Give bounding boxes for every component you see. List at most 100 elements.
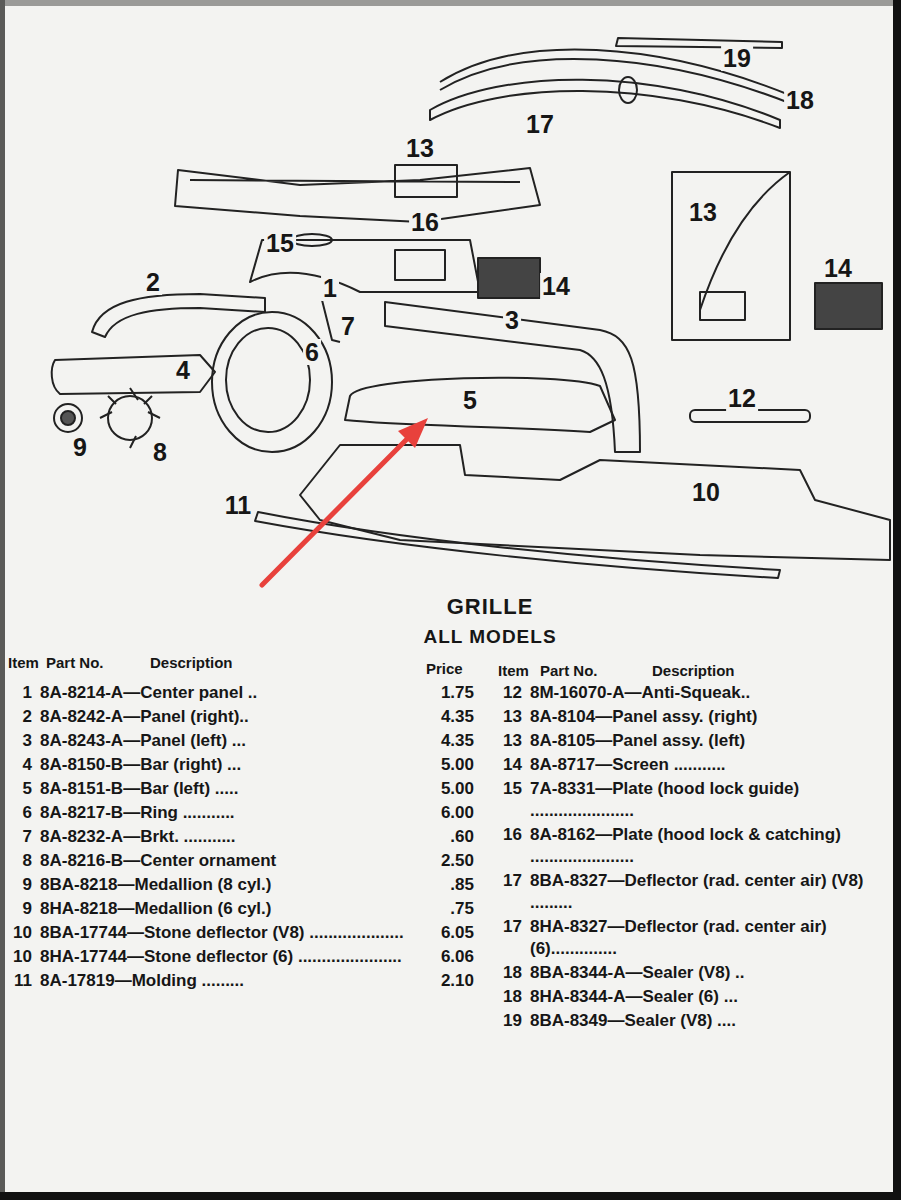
part-price: 2.10 <box>430 970 474 992</box>
item-number: 11 <box>4 970 32 992</box>
callout-number: 19 <box>721 45 753 71</box>
callout-number: 7 <box>339 313 357 339</box>
callout-number: 13 <box>404 135 436 161</box>
medallion-9 <box>54 404 82 432</box>
part-description: 8BA-8344-A—Sealer (V8) .. <box>530 962 888 984</box>
part-description: 8A-8216-B—Center ornament <box>40 850 424 872</box>
molding-11 <box>255 512 780 578</box>
callout-number: 17 <box>524 111 556 137</box>
item-number: 3 <box>4 730 32 752</box>
pointer-arrowhead <box>398 418 428 448</box>
part-description: 8A-8150-B—Bar (right) ... <box>40 754 424 776</box>
part-description: 8A-8214-A—Center panel .. <box>40 682 424 704</box>
anti-squeak-12 <box>690 410 810 422</box>
frame-bottom <box>0 1192 901 1200</box>
item-number: 8 <box>4 850 32 872</box>
item-number: 6 <box>4 802 32 824</box>
deflector-opening <box>619 77 637 103</box>
part-description: 8A-17819—Molding ......... <box>40 970 424 992</box>
part-description: 8BA-8218—Medallion (8 cyl.) <box>40 874 424 896</box>
ring-6 <box>212 312 332 452</box>
part-price: 2.50 <box>430 850 474 872</box>
callout-number: 3 <box>503 307 521 333</box>
part-price: 1.75 <box>430 682 474 704</box>
table-header: Item <box>8 654 39 671</box>
part-price: 6.00 <box>430 802 474 824</box>
part-description: 8BA-8327—Deflector (rad. center air) (V8… <box>530 870 888 914</box>
part-description: 8HA-8344-A—Sealer (6) ... <box>530 986 888 1008</box>
item-number: 9 <box>4 898 32 920</box>
part-description: 8A-8104—Panel assy. (right) <box>530 706 888 728</box>
item-number: 17 <box>494 870 522 892</box>
part-price: 4.35 <box>430 706 474 728</box>
deflector-17 <box>430 80 780 128</box>
frame-top <box>0 0 901 6</box>
callout-number: 14 <box>822 255 854 281</box>
callout-number: 11 <box>223 492 253 518</box>
callout-number: 15 <box>264 230 296 256</box>
callout-number: 12 <box>726 385 758 411</box>
part-description: 8HA-8218—Medallion (6 cyl.) <box>40 898 424 920</box>
item-number: 18 <box>494 962 522 984</box>
item-number: 10 <box>4 946 32 968</box>
item-number: 5 <box>4 778 32 800</box>
callout-number: 4 <box>174 357 192 383</box>
item-number: 12 <box>494 682 522 704</box>
item-number: 4 <box>4 754 32 776</box>
callout-number: 2 <box>144 269 162 295</box>
callout-number: 13 <box>687 199 719 225</box>
medallion-center <box>61 411 75 425</box>
panel-assy-13 <box>672 172 790 340</box>
item-number: 2 <box>4 706 32 728</box>
part-price: 5.00 <box>430 778 474 800</box>
callout-number: 18 <box>784 87 816 113</box>
sealer-19 <box>616 38 782 48</box>
table-header: Part No. <box>540 662 598 679</box>
table-header: Part No. <box>46 654 104 671</box>
table-header: Item <box>498 662 529 679</box>
item-number: 7 <box>4 826 32 848</box>
page-title: GRILLE <box>447 594 534 620</box>
item-number: 10 <box>4 922 32 944</box>
center-panel-window <box>395 250 445 280</box>
part-price: .85 <box>430 874 474 896</box>
screen-14 <box>478 258 540 298</box>
part-description: 8M-16070-A—Anti-Squeak.. <box>530 682 888 704</box>
part-description: 8A-8243-A—Panel (left) ... <box>40 730 424 752</box>
item-number: 16 <box>494 824 522 846</box>
part-description: 8A-8232-A—Brkt. ........... <box>40 826 424 848</box>
part-description: 8HA-8327—Deflector (rad. center air) (6)… <box>530 916 888 960</box>
item-number: 13 <box>494 730 522 752</box>
item-number: 19 <box>494 1010 522 1032</box>
part-description: 7A-8331—Plate (hood lock guide) ........… <box>530 778 888 822</box>
frame-right <box>893 0 901 1200</box>
part-price: .75 <box>430 898 474 920</box>
panel-assy-window <box>700 292 745 320</box>
callout-number: 1 <box>321 275 339 301</box>
panel-2 <box>92 294 265 337</box>
part-price: 4.35 <box>430 730 474 752</box>
bar-4 <box>52 355 215 394</box>
frame-left <box>0 0 5 1200</box>
subtitle: ALL MODELS <box>423 626 556 648</box>
item-number: 18 <box>494 986 522 1008</box>
callout-number: 16 <box>409 209 441 235</box>
part-description: 8A-8717—Screen ........... <box>530 754 888 776</box>
callout-number: 8 <box>151 439 169 465</box>
callout-number: 10 <box>690 479 722 505</box>
part-description: 8BA-8349—Sealer (V8) .... <box>530 1010 888 1032</box>
callout-number: 5 <box>461 387 479 413</box>
part-price: 6.06 <box>430 946 474 968</box>
ring-inner <box>226 328 310 432</box>
screen-14-right <box>815 283 882 329</box>
part-description: 8A-8151-B—Bar (left) ..... <box>40 778 424 800</box>
item-number: 17 <box>494 916 522 938</box>
callout-number: 9 <box>71 434 89 460</box>
table-header: Description <box>652 662 735 679</box>
part-description: 8A-8162—Plate (hood lock & catching) ...… <box>530 824 888 868</box>
part-description: 8BA-17744—Stone deflector (V8) .........… <box>40 922 424 944</box>
part-price: 6.05 <box>430 922 474 944</box>
hood-lock-plate-16 <box>175 168 540 222</box>
table-header: Price <box>426 660 463 677</box>
bracket-7 <box>322 300 340 342</box>
